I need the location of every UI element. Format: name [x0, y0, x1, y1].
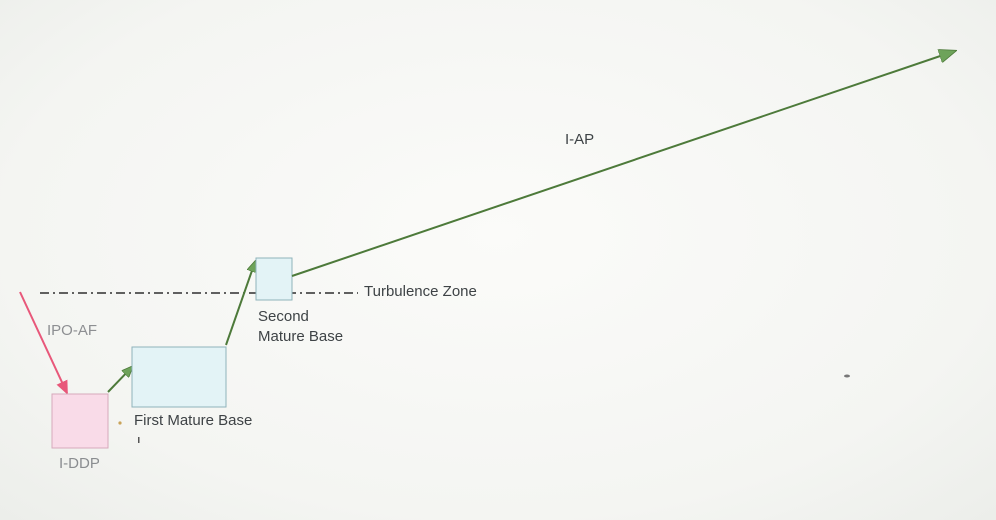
- first-to-second-base-arrow: [225, 262, 255, 346]
- i-ddp-label: I-DDP: [59, 455, 100, 472]
- turbulence-zone-label: Turbulence Zone: [364, 283, 477, 300]
- ddp-to-first-base-arrow: [107, 367, 132, 393]
- ipo-af-label: IPO-AF: [47, 322, 98, 339]
- tick-mark: [138, 437, 140, 443]
- ipo-af-arrow: [19, 291, 68, 395]
- speck-mark: [118, 421, 122, 425]
- i-ap-label: I-AP: [565, 131, 595, 148]
- dot-mark: [844, 374, 850, 378]
- first-mature-base-label: First Mature Base: [134, 412, 253, 429]
- second-mature-base-label-line2: Mature Base: [258, 328, 344, 345]
- i-ap-arrow: [291, 51, 955, 277]
- first-mature-base-box: [131, 346, 227, 408]
- second-mature-base-box: [255, 257, 293, 301]
- second-mature-base-label-line1: Second: [258, 308, 309, 325]
- i-ddp-box: [51, 393, 109, 449]
